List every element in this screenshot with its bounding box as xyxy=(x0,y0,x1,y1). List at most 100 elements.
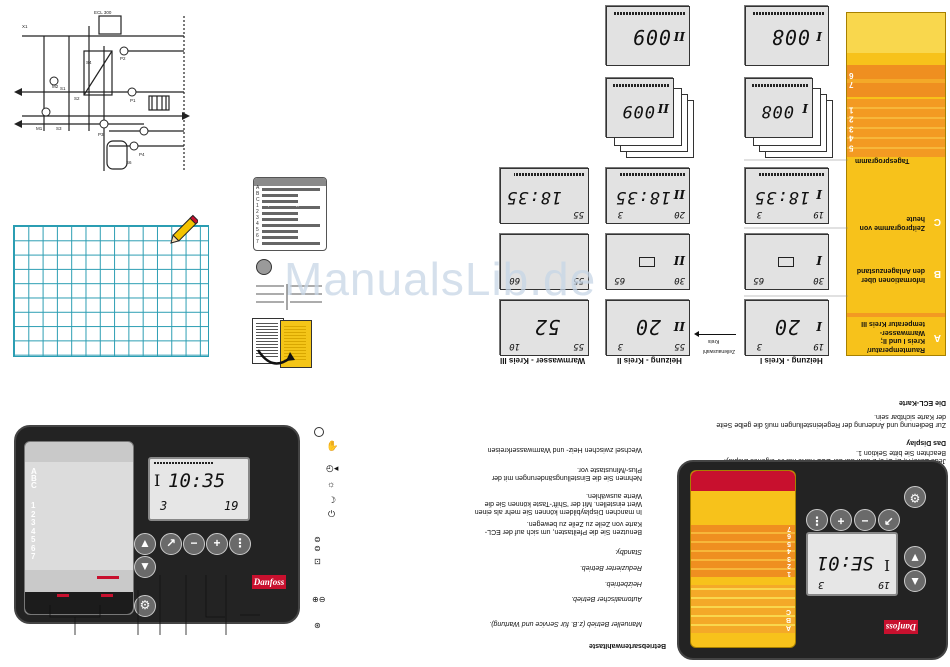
notes-grid xyxy=(13,225,209,357)
circuit-key-icon: ⊛ xyxy=(314,621,321,630)
screen-r5-c2-roman: II xyxy=(673,319,685,333)
arrow-kreis: Kreis xyxy=(694,330,740,350)
left-controller: A B C 1 2 3 4 5 6 7 I 10:35 3 19 ▲ ▼ ↗ −… xyxy=(14,425,300,624)
panel-card-row-bar xyxy=(262,218,298,221)
panel-card-col-i: I xyxy=(268,203,270,209)
minus-button[interactable]: − xyxy=(183,533,205,555)
panel-card-row: 1 xyxy=(256,203,324,210)
screen-r4-c3: 30 65 I xyxy=(745,234,829,290)
circuit-button[interactable]: ⋮ xyxy=(229,533,251,555)
display-bottom-left: 3 xyxy=(160,499,168,513)
left-brand-logo: Danfoss xyxy=(252,575,286,589)
screen-r2-c3-big: 008 xyxy=(760,101,794,121)
arrow-keys-icon: ⊜⊜ xyxy=(314,535,321,553)
rc-card-number-5: 5 xyxy=(787,540,791,547)
ecl-number-5: 5 xyxy=(849,143,854,153)
schematic-label-11: P4 xyxy=(139,152,145,157)
screen-r3-c2-big: 18:35 xyxy=(614,187,671,207)
screen-r5-c3-roman: I xyxy=(816,319,822,333)
rc-card-number-3: 3 xyxy=(787,555,791,562)
screen-r3-c3: 18:35 I 19 3 xyxy=(745,168,829,224)
rc-card-number-2: 2 xyxy=(787,562,791,570)
screen-r2-c2-big: 009 xyxy=(621,101,655,121)
screen-r2-c2: 009 II xyxy=(606,78,674,138)
card-flip-illustration xyxy=(252,318,312,373)
rc-card-letter-b: B xyxy=(785,616,791,623)
plus-button[interactable]: + xyxy=(206,533,228,555)
panel-card-row-bar xyxy=(262,242,320,245)
rc-shift-button[interactable]: ↗ xyxy=(878,509,900,531)
section-leader-lines xyxy=(744,159,848,297)
auto-icon: ◴◂ xyxy=(326,463,339,473)
watermark: ManualsLib.de xyxy=(284,253,597,305)
ecl-number-7: 7 xyxy=(849,80,854,89)
panel-card-row-bar xyxy=(262,188,320,191)
mode-button[interactable]: ⚙ xyxy=(134,595,156,617)
screen-r3-c3-big: 18:35 xyxy=(753,187,810,207)
screen-r3-c2: 18:35 II 20 3 xyxy=(606,168,690,224)
rc-arrow-down-button[interactable]: ▼ xyxy=(904,546,926,568)
screen-r4-c2-tl: 30 xyxy=(674,275,685,285)
card-letter-a: A xyxy=(31,467,37,476)
panel-card-row: C xyxy=(256,197,324,204)
schematic-label-2: S4 xyxy=(86,60,92,65)
panel-card-row-bar xyxy=(262,224,320,227)
arrow-down-button[interactable]: ▼ xyxy=(134,556,156,578)
screen-r1-c2-roman: II xyxy=(673,29,685,43)
panel-card-row-label: 3 xyxy=(256,215,259,221)
panel-card-lines xyxy=(256,284,322,314)
heading-kreis-ii: Heizung - Kreis II xyxy=(617,356,682,365)
rc-card-number-6: 6 xyxy=(787,532,791,540)
shift-button[interactable]: ↗ xyxy=(160,533,182,555)
card-number-1: 1 xyxy=(31,501,36,510)
symbol-column: ✋ ◴◂ ☼ ☽ ⏻ ⊜⊜ ⊡ ⊕⊖ ⊛ xyxy=(312,425,342,635)
right-controller-card: A B C 1 2 3 4 5 6 7 xyxy=(690,470,796,648)
arrow-zeile: Zeilenauswahl xyxy=(703,348,735,354)
ecl-card-large: 7 6 5 4 3 2 1 Tagesprogramm Raumtemperat… xyxy=(846,12,946,356)
callout-lines xyxy=(49,575,260,635)
right-controller: A B C 1 2 3 4 5 6 7 I SE:01 19 3 ▲ ▼ ↗ −… xyxy=(677,460,948,660)
shift-key-icon: ⊡ xyxy=(314,557,321,566)
screen-r5-c1-tl: 55 xyxy=(573,341,584,351)
card-number-6: 6 xyxy=(31,543,36,553)
screen-r5-c3-tr: 3 xyxy=(756,341,762,351)
screen-r3-c1: 18:35 55 xyxy=(500,168,589,224)
hydraulic-schematic: X1 M2 S4 P2 P1 S1 S2 M1 S3 S6 P3 P4 ECL … xyxy=(14,6,190,176)
panel-card-row-bar xyxy=(262,206,320,209)
screen-r5-c2: 20 55 3 II xyxy=(606,300,690,356)
panel-card-row: 7 xyxy=(256,239,324,246)
screen-r2-c2-roman: II xyxy=(657,101,669,115)
rc-mode-button[interactable]: ⚙ xyxy=(904,486,926,508)
screen-r2-c3: 008 I xyxy=(745,78,813,138)
panel-card-col-ii: II xyxy=(296,203,299,209)
schematic-label-9: S6 xyxy=(126,160,132,165)
screen-r5-c2-tl: 55 xyxy=(674,341,685,351)
rc-arrow-up-button[interactable]: ▲ xyxy=(904,570,926,592)
screen-r4-c3-roman: I xyxy=(816,253,822,267)
rc-circuit-button[interactable]: ⋮ xyxy=(806,509,828,531)
panel-card-row: 4 xyxy=(256,221,324,228)
display-roman: I xyxy=(154,471,161,490)
arrow-up-button[interactable]: ▲ xyxy=(134,533,156,555)
betrieb-item-0: Manueller Betrieb (z.B. für Service und … xyxy=(489,620,642,627)
ecl-section-b-letter: B xyxy=(933,268,941,279)
screen-r5-c3: 20 19 3 I xyxy=(745,300,829,356)
panel-card-row-label: 4 xyxy=(256,221,259,227)
panel-card-row-label: 7 xyxy=(256,239,259,245)
ecl-number-2: 2 xyxy=(849,115,854,124)
screen-r3-c1-big: 18:35 xyxy=(505,187,562,207)
ecl-section-c-letter: C xyxy=(933,216,941,227)
betrieb-title: Betriebsartenwahltaste xyxy=(588,642,666,649)
rc-minus-button[interactable]: − xyxy=(854,509,876,531)
rc-plus-button[interactable]: + xyxy=(830,509,852,531)
screen-r5-c1-big: 52 xyxy=(533,315,560,339)
heading-kreis-iii: Warmwasser - Kreis III xyxy=(500,356,586,365)
pencil-icon xyxy=(168,213,200,249)
valve-icon xyxy=(639,257,655,267)
screen-r5-c1-tr: 10 xyxy=(509,341,520,351)
panel-card-row-label: A xyxy=(256,185,260,191)
ecl-section-a-text: Raumtemperatur/ Kreis I und II; Warmwass… xyxy=(861,320,925,354)
screen-r1-c3: 008 I xyxy=(745,6,829,66)
screen-r1-c3-roman: I xyxy=(816,29,822,43)
